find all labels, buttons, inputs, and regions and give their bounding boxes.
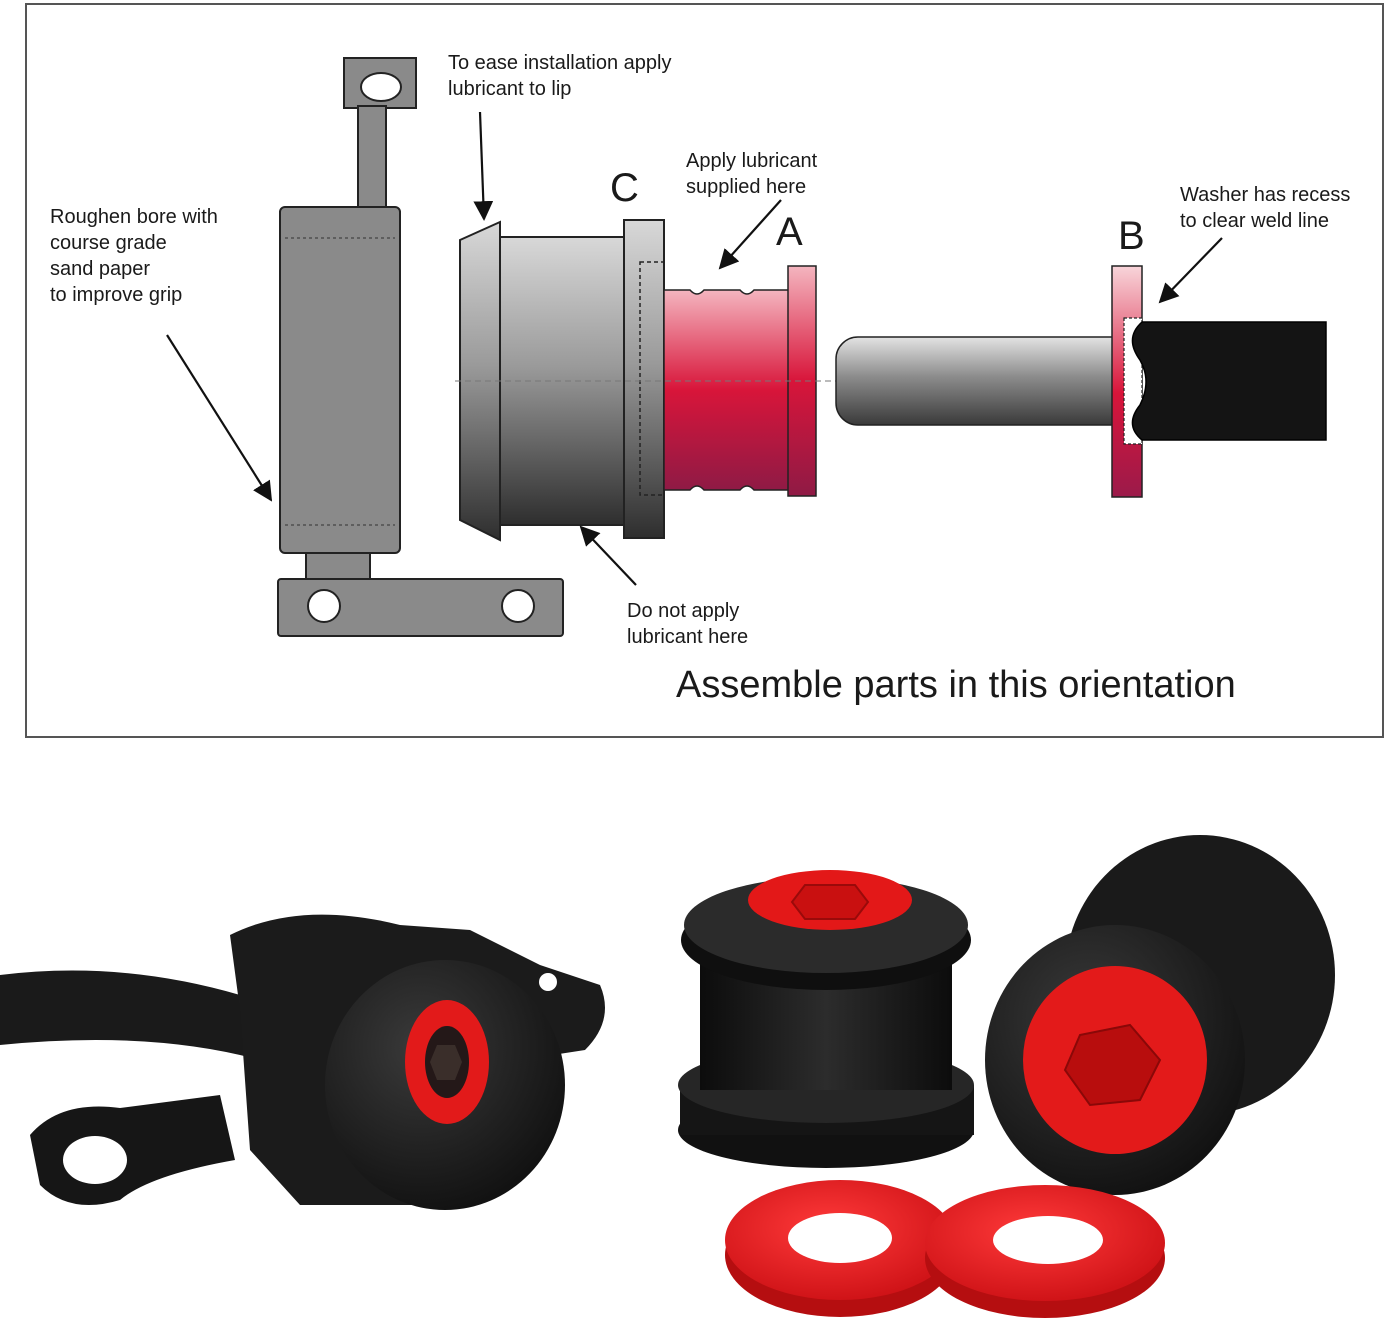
washer-arrow bbox=[1158, 237, 1223, 304]
red-bushing-a bbox=[663, 265, 817, 497]
apply-lubricant-label: Apply lubricant supplied here bbox=[686, 150, 818, 198]
roughen-bore-label: Roughen bore with course grade sand pape… bbox=[50, 206, 218, 306]
bushing-tilted bbox=[985, 835, 1335, 1195]
arm-end-block bbox=[1131, 321, 1327, 441]
part-letter-a: A bbox=[776, 210, 803, 254]
ease-installation-label: To ease installation apply lubricant to … bbox=[448, 52, 672, 100]
part-letter-b: B bbox=[1118, 214, 1145, 258]
bushing-upright bbox=[678, 870, 974, 1168]
diagram-drawing bbox=[166, 57, 1327, 637]
red-washer-left bbox=[725, 1180, 955, 1317]
part-letter-c: C bbox=[610, 166, 639, 210]
washer-b bbox=[1111, 265, 1143, 498]
lip-arrow bbox=[473, 111, 494, 221]
no-lube-arrow bbox=[579, 525, 637, 586]
subframe-bracket bbox=[277, 57, 564, 637]
do-not-apply-label: Do not apply lubricant here bbox=[627, 600, 749, 648]
outer-sleeve-c bbox=[459, 219, 665, 542]
lubricant-arrow bbox=[718, 199, 782, 270]
product-photo bbox=[0, 835, 1335, 1318]
red-washer-right bbox=[925, 1185, 1165, 1318]
control-arm bbox=[0, 914, 605, 1210]
assembly-title: Assemble parts in this orientation bbox=[676, 664, 1236, 706]
washer-recess-label: Washer has recess to clear weld line bbox=[1180, 184, 1351, 232]
bolt-pin bbox=[835, 336, 1142, 426]
roughen-arrow bbox=[166, 334, 273, 502]
